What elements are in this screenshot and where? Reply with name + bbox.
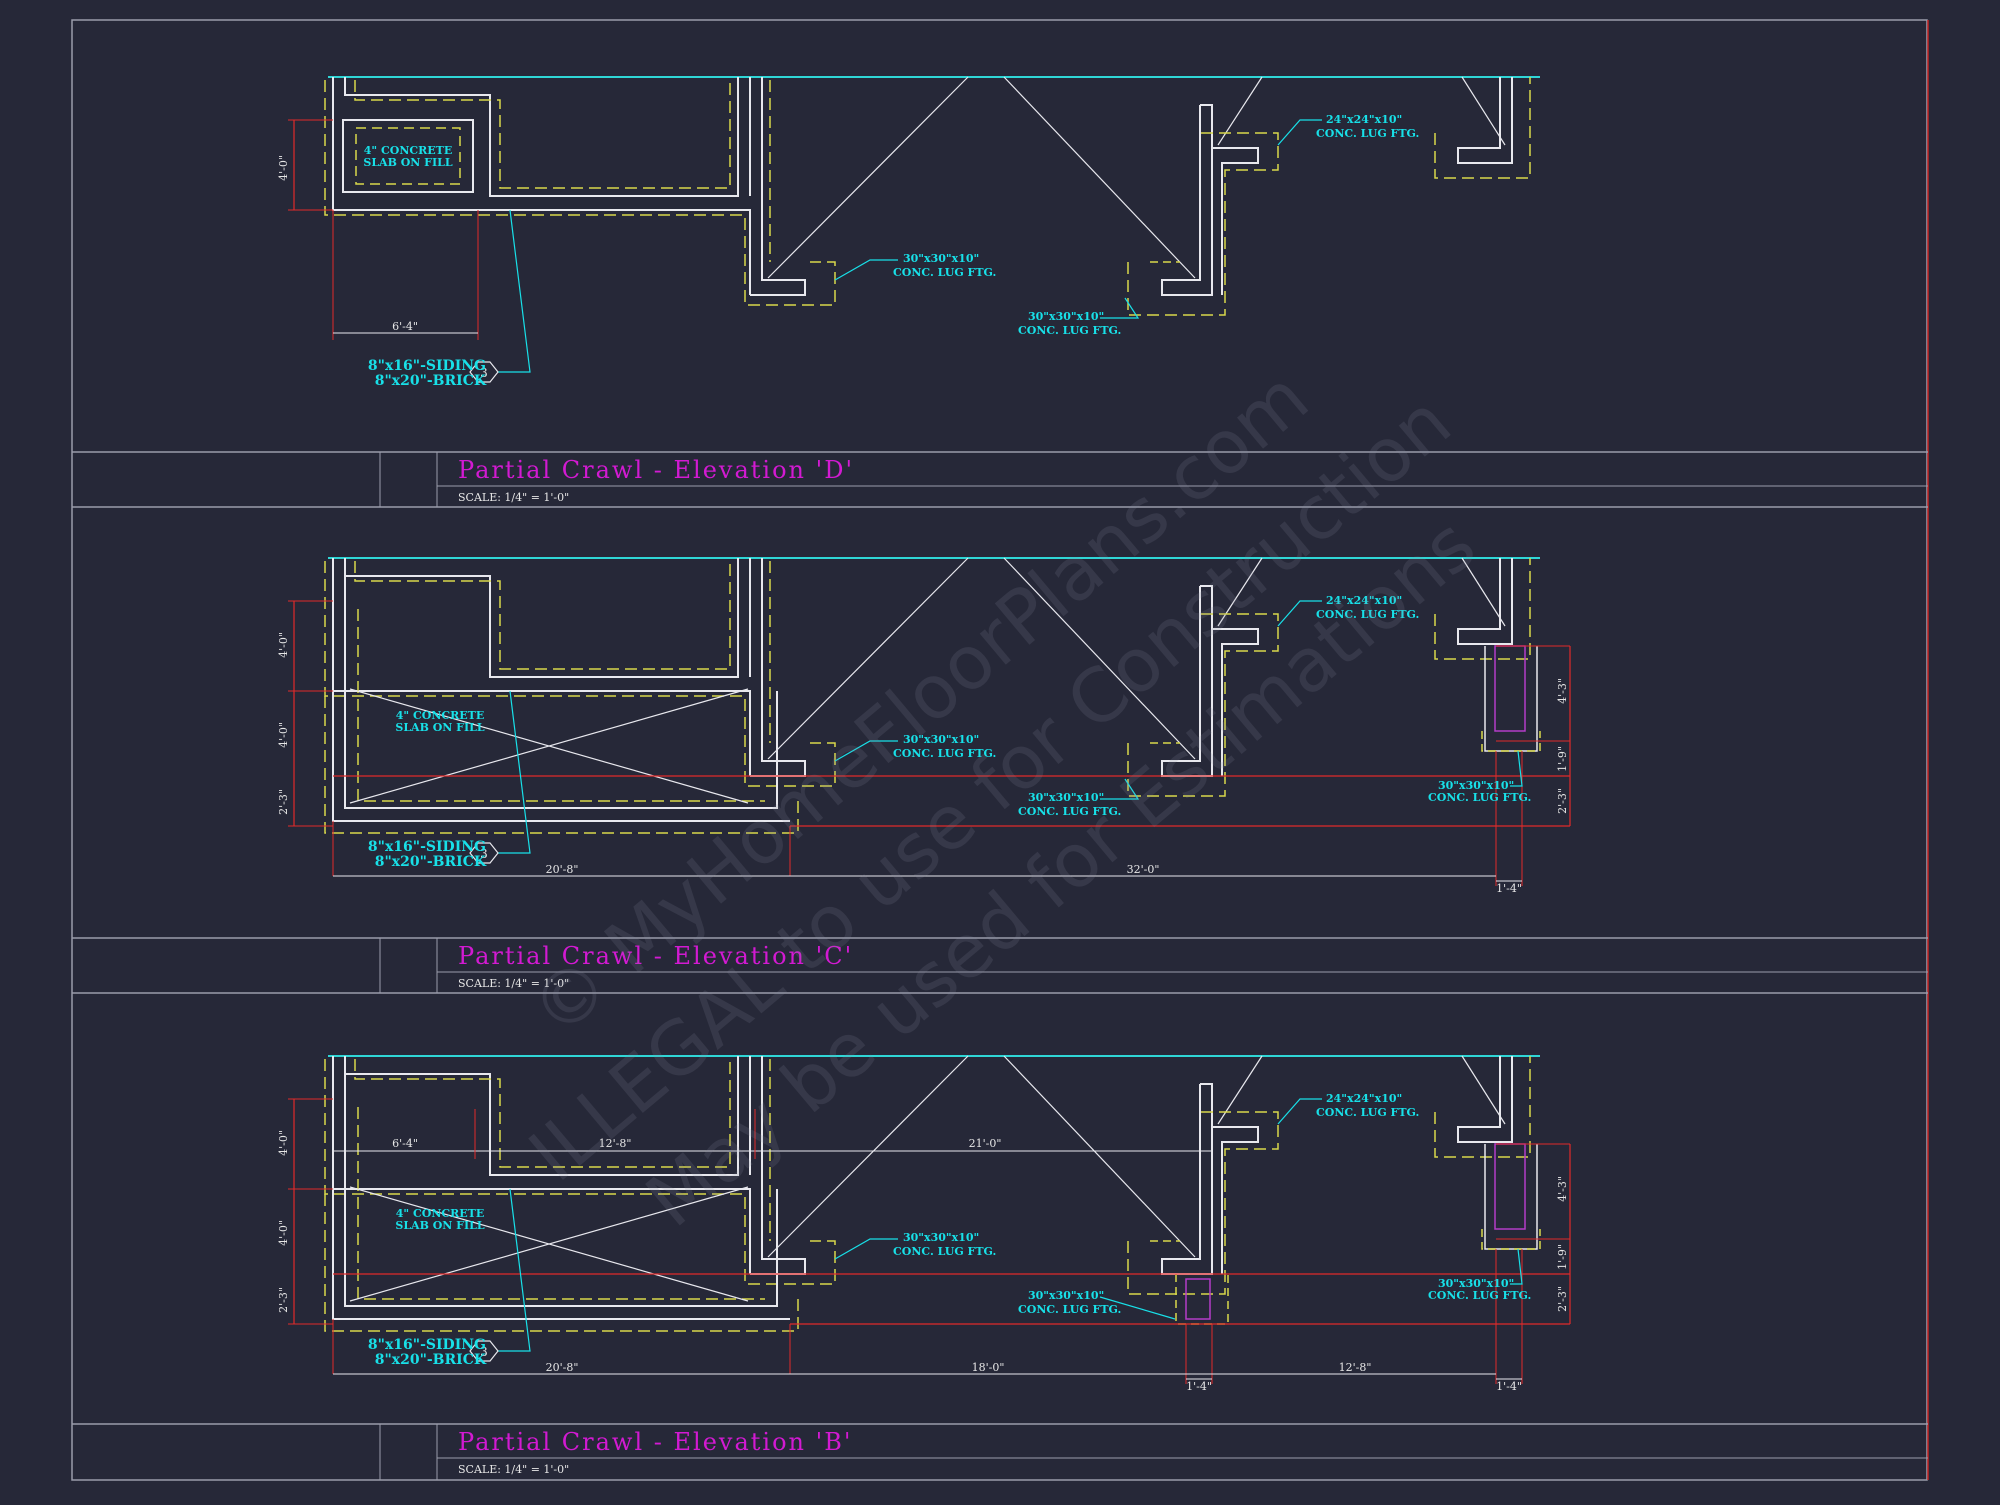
panel-title-c: Partial Crawl - Elevation 'C'	[458, 942, 853, 970]
title-block-d: Partial Crawl - Elevation 'D' SCALE: 1/4…	[72, 451, 1928, 508]
lug-note-left: 30"x30"x10"CONC. LUG FTG.	[893, 1231, 996, 1258]
lug-note-left: 30"x30"x10"CONC. LUG FTG.	[893, 252, 996, 279]
watermark: © MyHomeFloorPlans.com ILLEGAL to use fo…	[514, 355, 1492, 1244]
dim-rv3: 2'-3"	[1556, 1286, 1569, 1312]
dim-v1: 4'-0"	[277, 1130, 290, 1156]
lug-note-right: 24"x24"x10"CONC. LUG FTG.	[1316, 1092, 1419, 1119]
dim-t3: 21'-0"	[969, 1137, 1002, 1150]
panel-scale-d: SCALE: 1/4" = 1'-0"	[458, 491, 569, 504]
lug-note-right: 24"x24"x10"CONC. LUG FTG.	[1316, 594, 1419, 621]
dim-b2: 18'-0"	[972, 1361, 1005, 1374]
dim-v1: 4'-0"	[277, 632, 290, 658]
lug-note-right: 24"x24"x10"CONC. LUG FTG.	[1316, 113, 1419, 140]
dim-t2: 12'-8"	[599, 1137, 632, 1150]
dim-b3: 1'-4"	[1496, 882, 1522, 895]
elevation-c-drawing: 4'-0" 4'-0" 2'-3" 4'-3" 1'-9" 2'-3" 20'-…	[277, 557, 1571, 895]
dim-h1: 6'-4"	[392, 320, 418, 333]
section-tag: 3	[480, 1345, 488, 1359]
title-block-b: Partial Crawl - Elevation 'B' SCALE: 1/4…	[72, 1423, 1928, 1480]
dim-b3: 1'-4"	[1186, 1380, 1212, 1393]
panel-title-b: Partial Crawl - Elevation 'B'	[458, 1428, 852, 1456]
dim-v3: 2'-3"	[277, 1287, 290, 1313]
dim-b1: 20'-8"	[546, 863, 579, 876]
dim-rv2: 1'-9"	[1556, 746, 1569, 772]
dim-v2: 4'-0"	[277, 1220, 290, 1246]
panel-scale-c: SCALE: 1/4" = 1'-0"	[458, 977, 569, 990]
dim-b2: 32'-0"	[1127, 863, 1160, 876]
lug-note-left: 30"x30"x10"CONC. LUG FTG.	[893, 733, 996, 760]
dim-b5: 1'-4"	[1496, 1380, 1522, 1393]
sheet-frame	[71, 19, 1928, 1481]
dim-v2: 4'-0"	[277, 722, 290, 748]
dim-rv1: 4'-3"	[1556, 1176, 1569, 1202]
lug-note-mid: 30"x30"x10"CONC. LUG FTG.	[1018, 791, 1121, 818]
section-tag: 3	[480, 366, 488, 380]
dim-t1: 6'-4"	[392, 1137, 418, 1150]
panel-title-d: Partial Crawl - Elevation 'D'	[458, 456, 854, 484]
lug-note-far: 30"x30"x10"CONC. LUG FTG.	[1428, 779, 1531, 804]
lug-note-mid: 30"x30"x10"CONC. LUG FTG.	[1018, 310, 1121, 337]
watermark-line-2: ILLEGAL to use for Construction	[514, 379, 1467, 1199]
panel-scale-b: SCALE: 1/4" = 1'-0"	[458, 1463, 569, 1476]
dim-rv3: 2'-3"	[1556, 788, 1569, 814]
elevation-b-drawing: 6'-4" 12'-8" 21'-0" 4'-0" 4'-0" 2'-3" 4'…	[277, 1055, 1571, 1393]
section-tag: 3	[480, 847, 488, 861]
lug-note-far: 30"x30"x10"CONC. LUG FTG.	[1428, 1277, 1531, 1302]
dim-v1: 4'-0"	[277, 155, 290, 181]
dim-rv1: 4'-3"	[1556, 678, 1569, 704]
lug-note-mid: 30"x30"x10"CONC. LUG FTG.	[1018, 1289, 1121, 1316]
title-block-c: Partial Crawl - Elevation 'C' SCALE: 1/4…	[72, 937, 1928, 994]
dim-b4: 12'-8"	[1339, 1361, 1372, 1374]
dim-b1: 20'-8"	[546, 1361, 579, 1374]
dim-rv2: 1'-9"	[1556, 1244, 1569, 1270]
dim-v3: 2'-3"	[277, 789, 290, 815]
